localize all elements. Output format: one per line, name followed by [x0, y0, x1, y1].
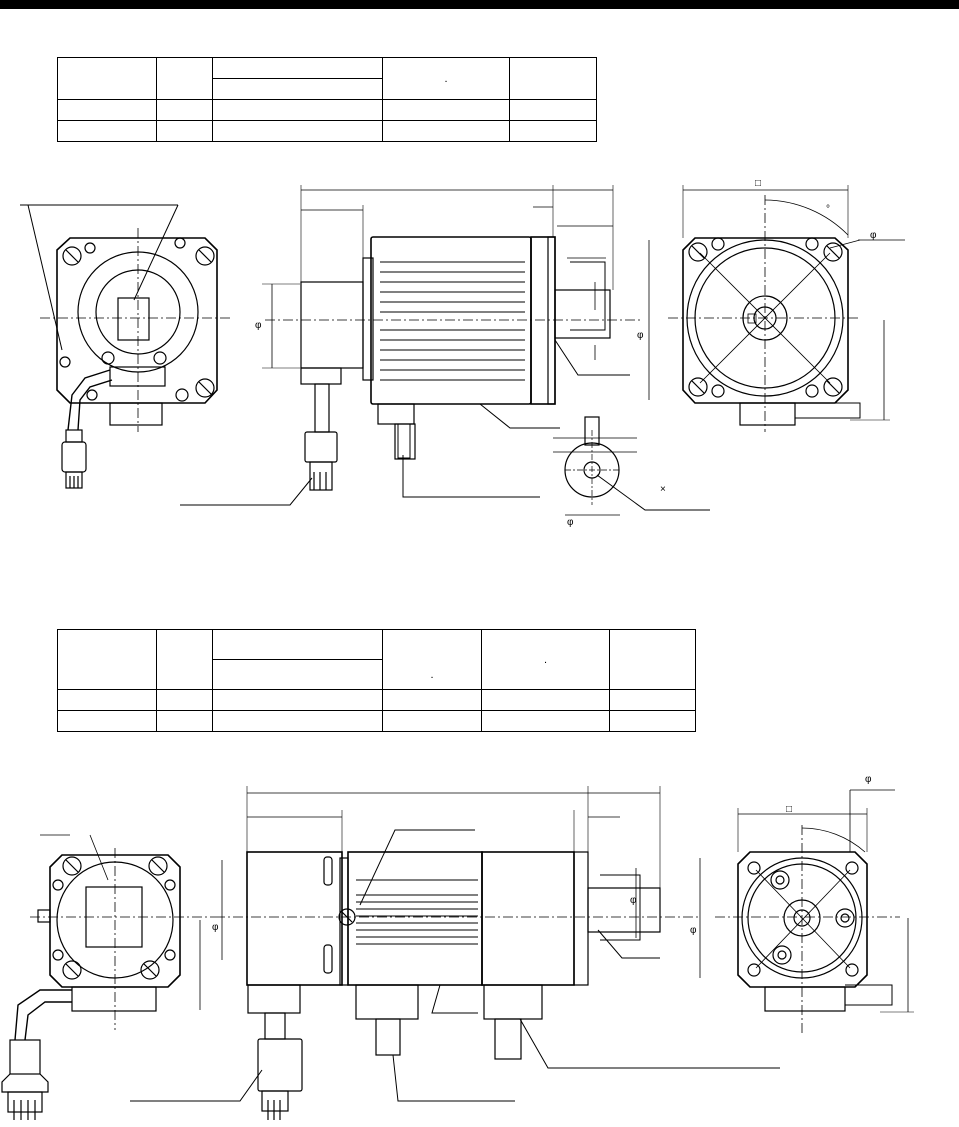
phi-mark: φ	[690, 925, 697, 936]
times-mark: ×	[660, 484, 666, 495]
bolt-icon	[688, 242, 708, 262]
t2-header-group	[212, 629, 383, 660]
bolt-icon	[772, 945, 792, 965]
bolt-icon	[835, 908, 855, 928]
bolt-icon	[62, 960, 82, 980]
bolt-icon	[140, 960, 160, 980]
t2-header-col4: .	[382, 629, 482, 690]
phi-mark: φ	[212, 922, 219, 933]
t2-header-sub	[212, 659, 383, 690]
t2-header-col6	[609, 629, 696, 690]
phi-mark: φ	[255, 320, 262, 331]
degree-mark: °	[826, 204, 830, 215]
bolt-icon	[62, 246, 82, 266]
t1-cell	[509, 120, 597, 142]
spec-table-2: . .	[57, 629, 696, 732]
bolt-icon	[688, 377, 708, 397]
bolt-icon	[770, 870, 790, 890]
square-mark: □	[755, 178, 761, 189]
phi-mark: φ	[630, 895, 637, 906]
phi-mark: φ	[567, 517, 574, 528]
t2-header-dot-a: .	[430, 669, 434, 681]
t1-header-dot: .	[444, 72, 448, 85]
bolt-icon	[195, 246, 215, 266]
phi-mark: φ	[637, 330, 644, 341]
t2-header-dot-b: .	[543, 653, 548, 666]
t2-header-model	[57, 629, 157, 690]
motor2-flange-view	[715, 789, 914, 1035]
drawing-marks: □ ° φ φ φ × φ φ □ φ φ φ	[212, 178, 877, 936]
spec-table-1: .	[57, 57, 597, 142]
t2-header-col2	[156, 629, 213, 690]
phi-mark: φ	[870, 230, 877, 241]
motor1-side-view	[180, 185, 710, 516]
t2-cell	[609, 710, 696, 732]
square-mark: □	[786, 804, 792, 815]
bolt-icon	[823, 242, 843, 262]
motor1-rear-view	[20, 204, 230, 489]
phi-mark: φ	[865, 774, 872, 785]
motor2-side-view	[130, 786, 780, 1120]
bolt-icon	[148, 856, 168, 876]
motor2-rear-view	[1, 834, 215, 1120]
motor1-flange-view	[668, 185, 905, 432]
page-header-bar	[0, 0, 959, 9]
bolt-icon	[62, 856, 82, 876]
bolt-icon	[195, 378, 215, 398]
bolt-icon	[823, 377, 843, 397]
